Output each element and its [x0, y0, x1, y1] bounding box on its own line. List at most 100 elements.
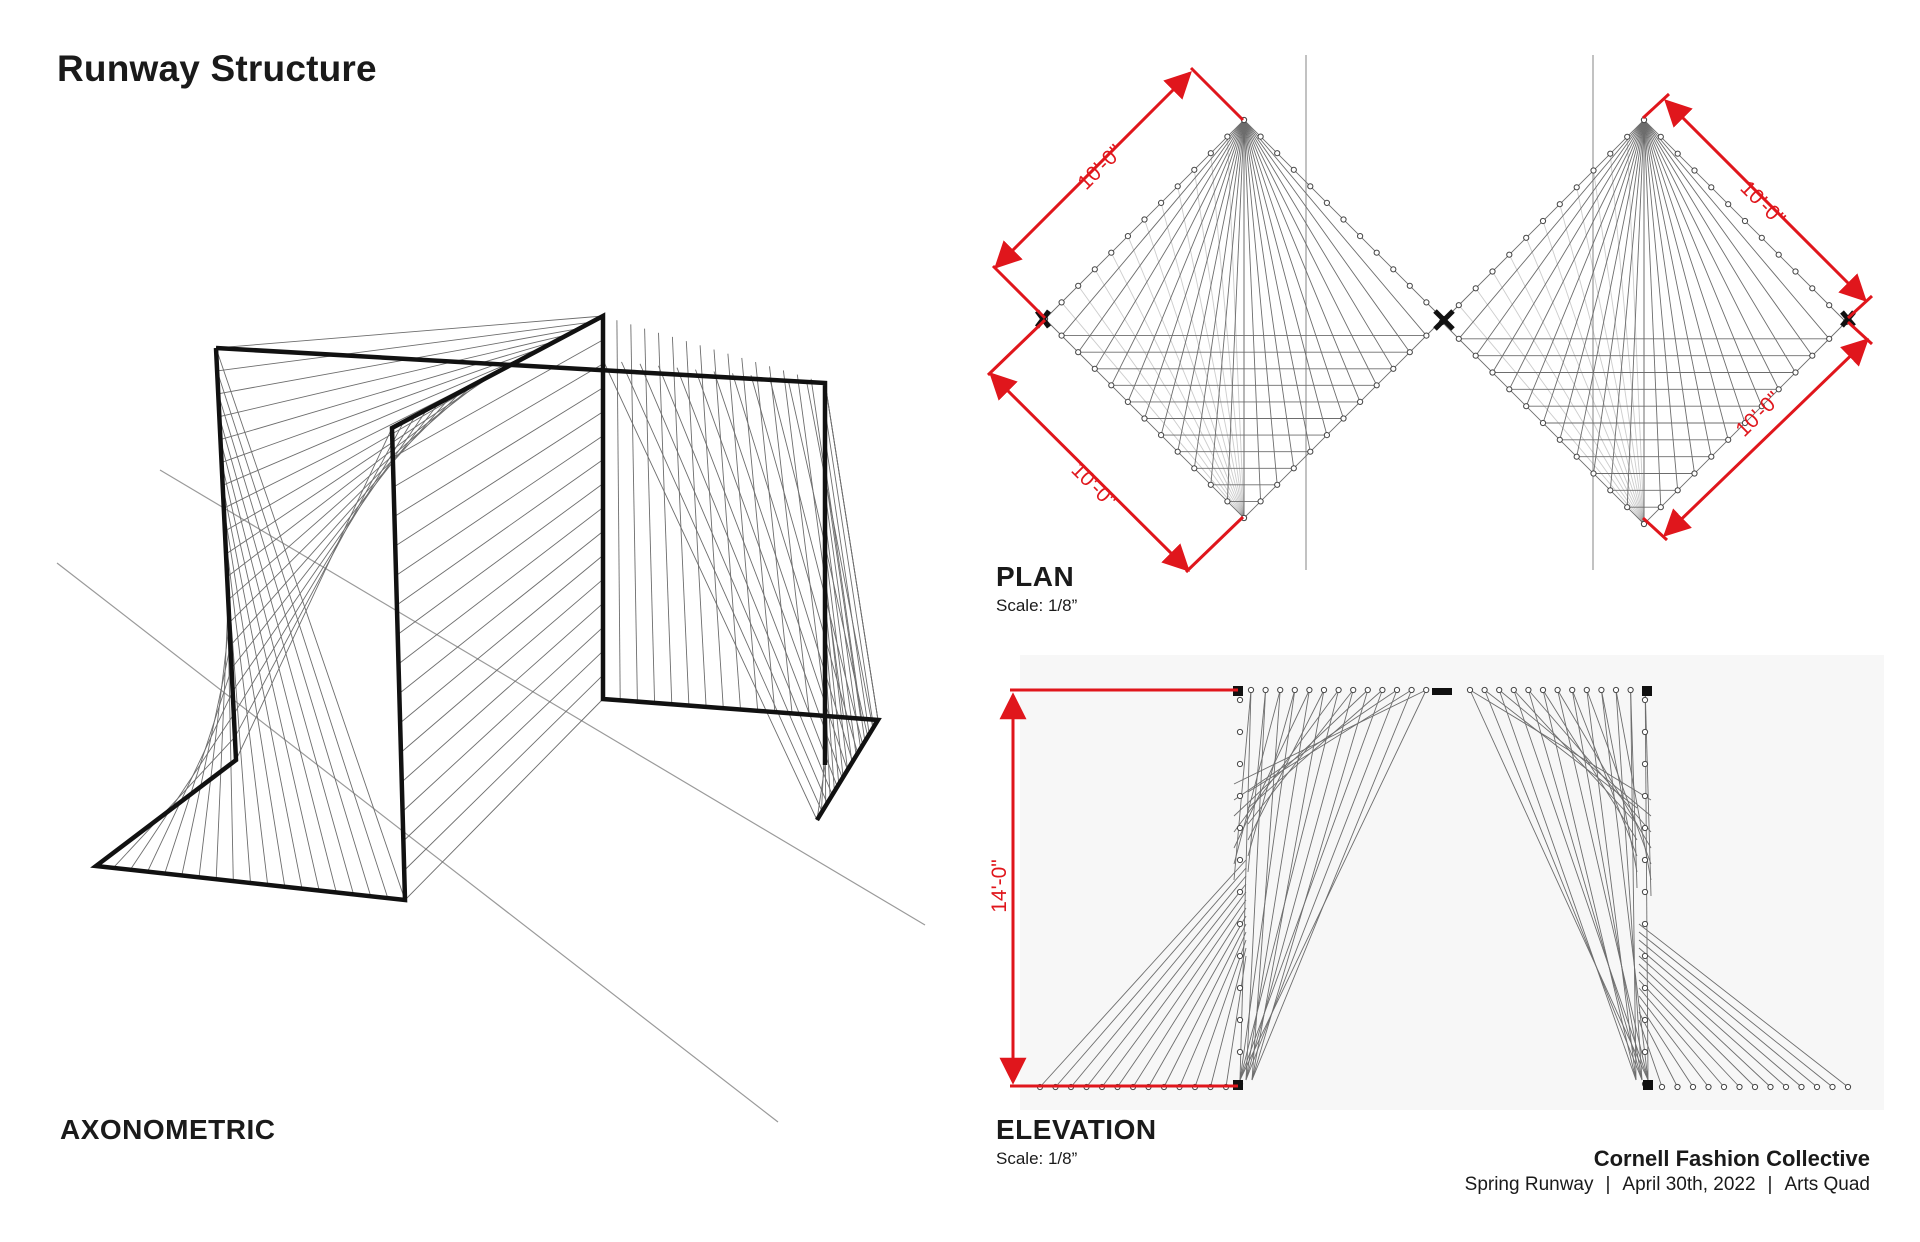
axo-string [401, 602, 604, 783]
elevation-anchor-point [1236, 920, 1244, 928]
plan-string [1643, 119, 1662, 508]
elevation-anchor-point [1829, 1083, 1836, 1091]
elevation-scale: Scale: 1/8” [996, 1149, 1078, 1168]
axo-string [226, 377, 487, 578]
event-name: Spring Runway [1464, 1174, 1594, 1195]
axo-string [782, 370, 827, 717]
plan-anchor-point [1191, 166, 1198, 173]
elevation-anchor-point [1641, 920, 1649, 928]
elevation-anchor-point [1751, 1083, 1759, 1091]
elevation-string [1638, 1011, 1678, 1088]
axo-string [230, 396, 451, 646]
axo-string [164, 668, 233, 874]
plan-anchor-point [1423, 332, 1430, 339]
plan-string-faint [1226, 136, 1245, 519]
plan-anchor-point [1357, 233, 1364, 240]
plan-anchor-point [1489, 369, 1496, 376]
elevation-anchor-point [1423, 686, 1430, 694]
elevation-string [1148, 915, 1247, 1088]
elevation-string-web [1039, 689, 1849, 1088]
axo-string [399, 531, 604, 694]
dimension-label: 10'-0" [1731, 387, 1785, 441]
axo-string [630, 324, 638, 702]
axo-string [404, 698, 604, 901]
elevation-anchor-point [1798, 1083, 1805, 1091]
plan-string-faint [1458, 304, 1645, 525]
plan-string-faint [1127, 235, 1245, 519]
elevation-anchor-point [1658, 1083, 1666, 1091]
plan-string [1243, 119, 1361, 403]
elevation-anchor-point [1844, 1083, 1852, 1091]
plan-anchor-point [1091, 365, 1098, 372]
elevation-anchor-point [1236, 824, 1244, 832]
axo-string [399, 555, 604, 724]
plan-string [1243, 119, 1344, 419]
plan-anchor-point [1390, 266, 1397, 273]
elevation-anchor-point [1496, 686, 1503, 694]
elevation-string [1542, 689, 1637, 1081]
plan-string [1643, 119, 1729, 440]
plan-string [1542, 119, 1645, 424]
plan-anchor-point [1640, 520, 1648, 528]
elevation-anchor-point [1236, 696, 1244, 704]
elevation-string [1557, 689, 1649, 1081]
plan-string [1576, 119, 1645, 457]
plan-drawing: 10'-0" 10'-0" 10'-0" 10'-0" [986, 55, 1874, 574]
elevation-anchor-point [1379, 686, 1386, 694]
plan-anchor-point [1141, 216, 1148, 223]
elevation-anchor-point [1408, 686, 1415, 694]
axonometric-drawing [56, 312, 926, 1123]
plan-anchor-point [1573, 184, 1580, 191]
plan-anchor-point [1340, 415, 1347, 422]
plan-string-faint [1593, 170, 1645, 525]
elevation-string [1600, 689, 1638, 873]
plan-string [1243, 119, 1311, 452]
plan-string [1144, 119, 1245, 419]
plan-anchor-point [1141, 415, 1148, 422]
elevation-string [1239, 689, 1427, 1081]
elevation-anchor-point [1236, 1048, 1244, 1056]
plan-anchor-point [1274, 150, 1281, 157]
event-info: Spring Runway|April 30th, 2022|Arts Quad [1465, 1174, 1870, 1196]
plan-anchor-point [1657, 504, 1664, 511]
elevation-anchor-point [1481, 686, 1488, 694]
axo-string [403, 674, 604, 871]
axo-string [398, 507, 604, 665]
elevation-string [1644, 689, 1652, 897]
plan-label: PLAN [996, 561, 1075, 592]
elevation-anchor-point [1767, 1083, 1774, 1091]
elevation-anchor-point [1627, 686, 1634, 694]
axo-string [215, 347, 406, 901]
axo-string [824, 492, 862, 749]
elevation-anchor-point [1736, 1083, 1743, 1091]
plan-anchor-point [1091, 266, 1098, 273]
plan-anchor-point [1257, 133, 1264, 140]
axo-string [394, 387, 604, 517]
axo-string [685, 341, 707, 707]
axo-string [396, 459, 604, 606]
axo-string [402, 626, 604, 812]
elevation-string [1638, 923, 1849, 1088]
elevation-string [1571, 689, 1638, 857]
elevation-string [1247, 689, 1267, 873]
plan-anchor-point [1826, 335, 1833, 342]
plan-anchor-point [1290, 465, 1297, 472]
plan-string [1643, 119, 1796, 373]
plan-anchor-point [1455, 335, 1462, 342]
plan-anchor-point [1472, 285, 1479, 292]
elevation-anchor-point [1641, 792, 1649, 800]
elevation-anchor-point [1554, 686, 1561, 694]
axo-string [224, 531, 269, 885]
elevation-anchor-point [1393, 686, 1401, 694]
plan-string [1593, 119, 1645, 474]
plan-string-faint [1609, 153, 1645, 525]
plan-string-faint [1542, 220, 1645, 525]
elevation-anchor-point [1466, 686, 1474, 694]
plan-string-faint [1525, 237, 1645, 525]
organization-name: Cornell Fashion Collective [1593, 1146, 1870, 1171]
elevation-anchor-point [1291, 686, 1298, 694]
axo-string [769, 366, 810, 715]
axo-string [741, 357, 776, 713]
plan-dimensions [986, 66, 1874, 574]
